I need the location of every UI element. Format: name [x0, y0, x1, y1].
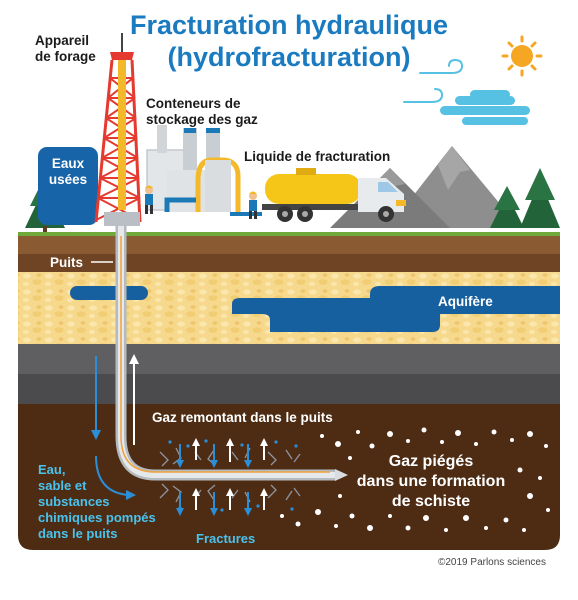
- cloud-icon: [440, 90, 530, 125]
- frac-fluid-label: Liquide de fracturation: [244, 149, 391, 164]
- gas-rising-label: Gaz remontant dans le puits: [152, 410, 333, 425]
- aquifer-water: [70, 286, 560, 332]
- fluid-flow-arrows: [91, 356, 252, 516]
- tree-right: [490, 168, 560, 228]
- wastewater-label: Eaux usées: [48, 156, 88, 187]
- aquifer-label: Aquifère: [438, 294, 493, 309]
- gas-bubbles: [280, 427, 550, 532]
- worker-figure: [145, 185, 153, 214]
- drilling-rig-label: Appareil de forage: [35, 33, 96, 64]
- copyright-notice: ©2019 Parlons sciences: [438, 557, 546, 568]
- wind-swirl-icon: [403, 58, 464, 103]
- gas-storage-containers: [146, 125, 262, 216]
- well-pipe: [115, 226, 335, 481]
- diagram-title: Fracturation hydraulique: [129, 10, 449, 40]
- diagram-subtitle: (hydrofracturation): [167, 42, 411, 72]
- tanker-truck: [262, 168, 406, 222]
- gas-flow-arrows: [129, 354, 268, 510]
- worker-figure: [249, 191, 257, 219]
- trapped-gas-label: Gaz piégés dans une formation de schiste: [356, 453, 506, 510]
- pumped-fluid-label: Eau, sable et substances chimiques pompé…: [38, 462, 156, 541]
- sun-icon: [501, 35, 543, 77]
- well-label: Puits: [50, 255, 84, 270]
- drilling-rig: [94, 33, 142, 226]
- gas-storage-label: Conteneurs de stockage des gaz: [146, 96, 258, 127]
- ground-layers: [18, 232, 560, 550]
- pipe-tip: [335, 469, 348, 481]
- wastewater-tank: [38, 147, 98, 225]
- fractures-label: Fractures: [196, 531, 256, 546]
